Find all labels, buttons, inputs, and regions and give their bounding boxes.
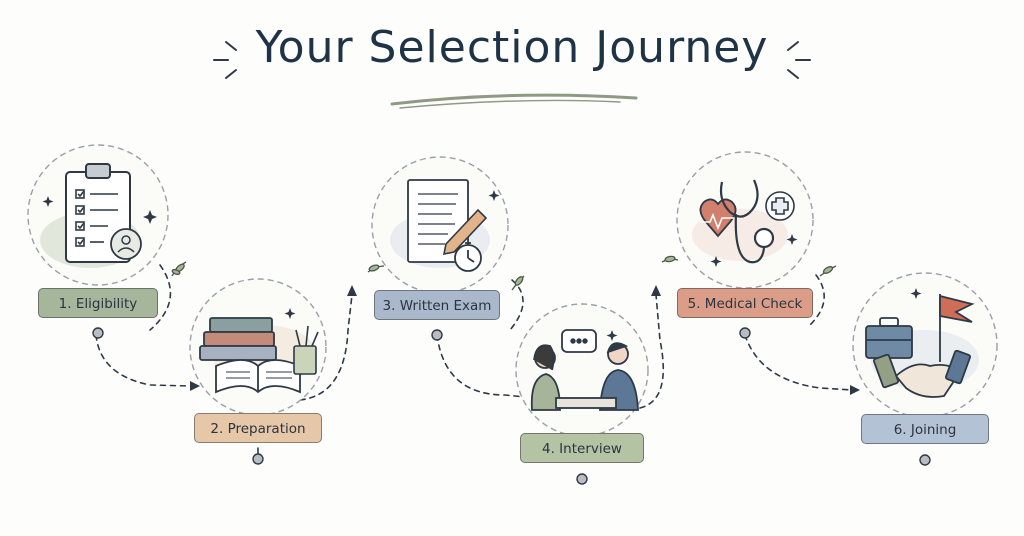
pencil-icon: [442, 208, 488, 256]
sparkle-icon: [488, 190, 500, 201]
step-1-illustration: [27, 144, 169, 286]
sparkle-icon: [910, 288, 922, 299]
step-3-illustration: [371, 156, 509, 294]
step-5-illustration: [676, 151, 814, 289]
sparkle-icon: [606, 330, 618, 341]
page-title: Your Selection Journey: [255, 22, 769, 73]
leaf-sprigs: [171, 255, 837, 291]
step-label-interview: 4. Interview: [520, 433, 644, 463]
step-label-written-exam: 3. Written Exam: [374, 290, 500, 320]
title-decoration: [213, 41, 811, 109]
label-pins: [92, 327, 931, 485]
step-label-eligibility: 1. Eligibility: [38, 288, 158, 318]
sparkle-icon: [42, 196, 157, 224]
step-label-preparation: 2. Preparation: [194, 413, 322, 443]
medical-cross-icon: [765, 191, 795, 221]
step-6-illustration: [852, 272, 998, 418]
stethoscope-icon: [719, 179, 775, 264]
interview-icon: [530, 329, 639, 411]
sparkle-icon: [284, 308, 296, 319]
handshake-icon: [873, 349, 971, 398]
step-label-joining: 6. Joining: [861, 414, 989, 444]
stopwatch-icon: [454, 242, 482, 272]
books-icon: [199, 317, 301, 394]
clipboard-icon: [65, 163, 142, 263]
pencil-cup-icon: [293, 325, 319, 375]
step-2-illustration: [189, 278, 327, 416]
sparkle-icon: [710, 234, 798, 267]
step-label-medical-check: 5. Medical Check: [677, 288, 813, 318]
flag-icon: [939, 294, 975, 362]
step-4-illustration: [515, 303, 649, 437]
